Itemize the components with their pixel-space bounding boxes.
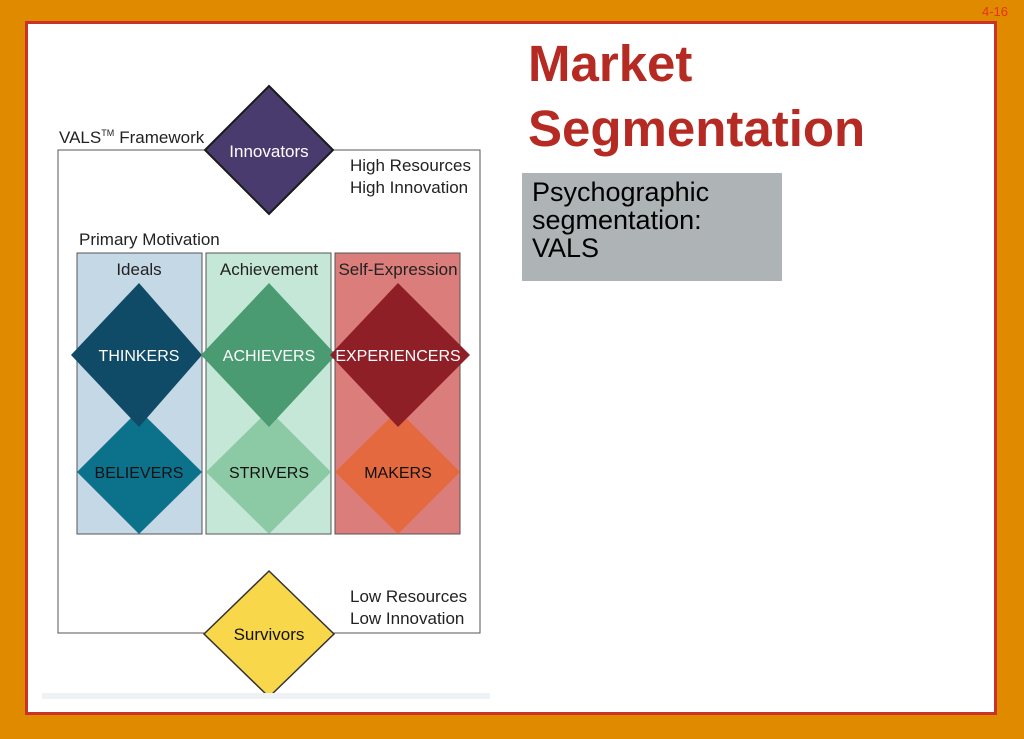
diamond-thinkers [71,283,202,427]
label-believers: BELIEVERS [95,465,184,482]
primary-motivation-label: Primary Motivation [79,230,220,249]
subtitle-line1: Psychographic [532,177,710,207]
low-innovation-label: Low Innovation [350,609,464,628]
label-survivors: Survivors [234,625,305,644]
low-resources-label: Low Resources [350,587,467,606]
diamond-strivers [206,410,331,534]
label-strivers: STRIVERS [229,465,309,482]
slide-number: 4-16 [981,4,1008,19]
framework-label-word: Framework [119,128,205,147]
subtitle-box: Psychographic segmentation: VALS [522,173,782,281]
diamond-achievers [201,283,336,427]
label-makers: MAKERS [364,465,432,482]
column-label-ideals: Ideals [116,260,161,279]
column-label-self-expression: Self-Expression [338,260,457,279]
label-innovators: Innovators [229,142,308,161]
label-experiencers: EXPERIENCERS [335,348,460,365]
diamond-innovators [203,84,335,216]
slide-title-line1: Market [528,35,693,92]
framework-label: VALSTM Framework [59,128,205,147]
diamond-makers [335,410,460,534]
framework-label-vals: VALS [59,128,101,147]
slide-frame: Market Segmentation Psychographic segmen… [25,21,997,715]
high-innovation-label: High Innovation [350,178,468,197]
subtitle-line2: segmentation: [532,204,702,235]
high-resources-label: High Resources [350,156,471,175]
image-bottom-edge [42,693,490,699]
column-label-achievement: Achievement [220,260,319,279]
diamond-believers [77,410,202,534]
slide-title-line2: Segmentation [528,100,866,157]
label-thinkers: THINKERS [99,348,180,365]
framework-label-tm: TM [101,128,114,138]
diamond-experiencers [330,283,470,427]
vals-diagram: VALSTM Framework High Resources High Inno… [42,84,490,699]
label-achievers: ACHIEVERS [223,348,315,365]
subtitle-line3: VALS [532,232,600,263]
